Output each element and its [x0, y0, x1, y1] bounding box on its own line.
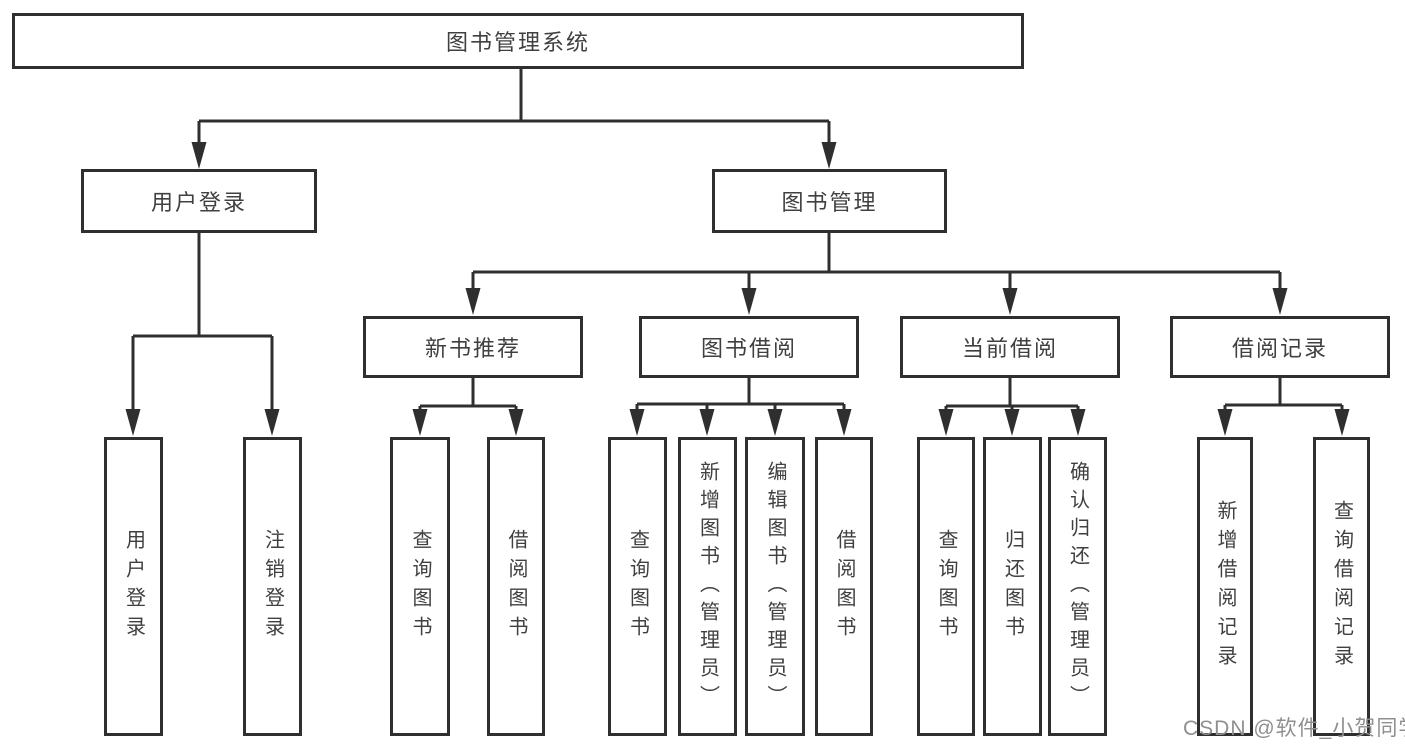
node-root-library-system: 图书管理系统 — [12, 13, 1024, 69]
connector-currentborrow-to-leaves — [938, 378, 1086, 436]
connector-bookborrow-to-leaves — [629, 378, 852, 436]
connector-root-to-level2 — [191, 69, 837, 169]
node-new-book-recommend: 新书推荐 — [363, 316, 583, 378]
node-borrow-record: 借阅记录 — [1170, 316, 1390, 378]
node-book-management: 图书管理 — [712, 169, 947, 233]
leaf-br-query-record: 查询借阅记录 — [1313, 437, 1370, 736]
leaf-bb-edit-books-admin: 编辑图书（管理员） — [745, 437, 805, 736]
leaf-bb-query-books: 查询图书 — [608, 437, 667, 736]
node-user-login: 用户登录 — [81, 169, 317, 233]
connector-bookmgmt-to-level3 — [465, 233, 1288, 315]
leaf-cb-return-books: 归还图书 — [983, 437, 1042, 736]
leaf-br-add-record: 新增借阅记录 — [1197, 437, 1253, 736]
leaf-cb-confirm-return-admin: 确认归还（管理员） — [1048, 437, 1107, 736]
connector-newbookrec-to-leaves — [412, 378, 524, 436]
leaf-logout: 注销登录 — [243, 437, 302, 736]
leaf-cb-query-books: 查询图书 — [917, 437, 975, 736]
connector-borrowrecord-to-leaves — [1217, 378, 1350, 436]
leaf-bb-add-books-admin: 新增图书（管理员） — [678, 437, 737, 736]
leaf-nbr-query-books: 查询图书 — [390, 437, 450, 736]
csdn-watermark: CSDN @软件_小贺同学 — [1183, 717, 1405, 740]
connector-userlogin-to-leaves — [125, 233, 280, 436]
leaf-nbr-borrow-books: 借阅图书 — [487, 437, 545, 736]
leaf-bb-borrow-books: 借阅图书 — [815, 437, 873, 736]
node-book-borrow: 图书借阅 — [639, 316, 859, 378]
node-current-borrow: 当前借阅 — [900, 316, 1120, 378]
leaf-user-login: 用户登录 — [104, 437, 163, 736]
